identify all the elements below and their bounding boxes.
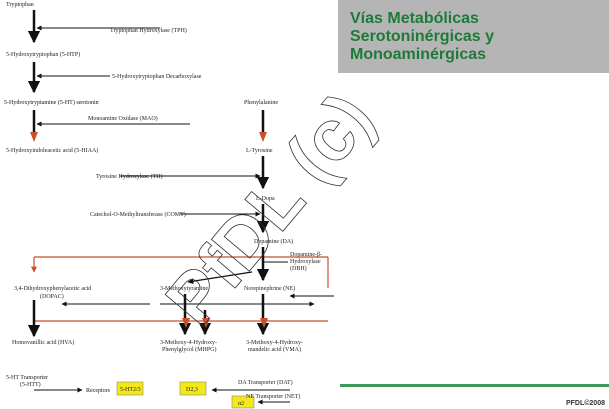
net-label: NE Transporter (NET) <box>246 393 300 400</box>
tryptophan-label: Tryptophan <box>6 2 34 8</box>
receptor-d23-box <box>179 381 207 396</box>
receptor-a2-box <box>231 395 255 409</box>
dbh-label-2: Hydroxylase <box>290 259 321 265</box>
vma-label-1: 3-Methoxy-4-Hydroxy- <box>246 340 303 346</box>
receptor-5ht-box <box>116 381 144 396</box>
th-label: Tyrosine Hydroxylase (TH) <box>96 173 163 180</box>
red-arrowhead-tyr <box>259 132 267 142</box>
footer-rule <box>340 384 609 387</box>
receptor-5ht-label: 5-HT2/3 <box>120 387 141 393</box>
sert-label-1: 5-HT Transporter <box>6 375 48 381</box>
dopa-label: L-Dopa <box>256 196 275 202</box>
mao-label: Monoamine Oxidase (MAO) <box>88 115 158 122</box>
htp-label: 5-Hydroxytryptophan (5-HTP) <box>6 51 80 58</box>
mhpg-label-1: 3-Methoxy-4-Hydroxy- <box>160 340 217 346</box>
hiaa-label: 5-Hydroxyindoleacetic acid (5-HIAA) <box>6 147 98 154</box>
vma-label-2: mandelic acid (VMA) <box>248 346 301 353</box>
receptors-label: Receptors <box>86 388 111 394</box>
dopamine-label: Dopamine (DA) <box>254 238 293 245</box>
receptor-d23-label: D2,3 <box>186 387 198 393</box>
serotonin-label: 5-Hydroxytryptamine (5-HT) serotonin <box>4 99 99 106</box>
watermark-text: PfDL (c) <box>151 78 389 340</box>
red-arrowhead-mid3 <box>260 318 268 328</box>
dopac-label-2: (DOPAC) <box>40 293 64 300</box>
decarboxylase-label: 5-Hydroxytryptophan Decarboxylase <box>112 74 202 80</box>
dat-label: DA Transporter (DAT) <box>238 379 293 386</box>
arrow-da-to-3mt <box>187 271 253 285</box>
red-arrowhead-mid2 <box>202 318 210 328</box>
comt-label: Catechol-O-Methyltransferase (COMT) <box>90 211 186 218</box>
hva-label: Homovanillic acid (HVA) <box>12 339 74 346</box>
slide-title: Vías Metabólicas Serotoninérgicas y Mono… <box>350 10 600 64</box>
mhpg-label-2: Phenylglycol (MHPG) <box>162 346 217 353</box>
norepinephrine-label: Norepinephrine (NE) <box>244 285 295 292</box>
title-line-1: Vías Metabólicas <box>350 10 479 27</box>
dopac-label-1: 3,4-Dihydroxyphenylacetic acid <box>14 286 91 292</box>
tyrosine-label: L-Tyrosine <box>246 148 273 154</box>
footer-copyright: PFDL©2008 <box>565 400 605 407</box>
title-line-3: Monoaminérgicas <box>350 46 487 63</box>
tph-label: Tryptophan Hydroxylase (TPH) <box>110 27 187 34</box>
red-arrowhead-mid1 <box>182 318 190 328</box>
phenylalanine-label: Phenylalanine <box>244 100 278 106</box>
title-line-2: Serotoninérgicas y <box>350 28 495 45</box>
red-arrowhead-hiaa <box>30 132 38 142</box>
dbh-label-1: Dopamine-β- <box>290 252 322 258</box>
dbh-label-3: (DBH) <box>290 265 307 272</box>
title-panel <box>338 0 609 73</box>
sert-label-2: (5-HTT) <box>20 381 41 388</box>
methoxytyramine-label: 3-Methoxytyramine <box>160 286 208 292</box>
receptor-a2-label: α2 <box>238 401 244 407</box>
